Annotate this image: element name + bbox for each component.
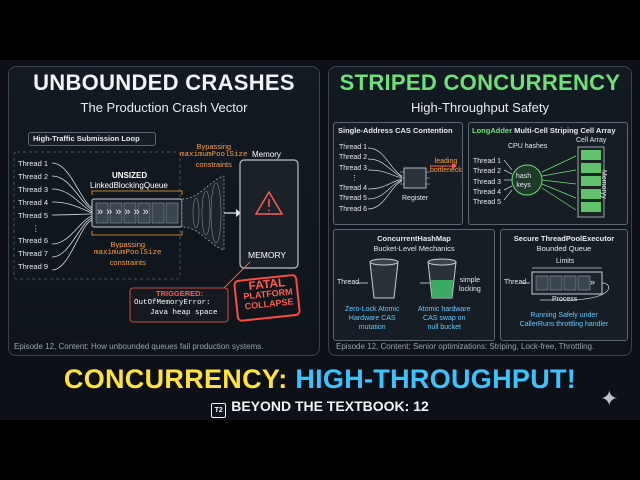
- submission-loop-label: High-Traffic Submission Loop: [33, 134, 140, 143]
- trigger-callout: [129, 287, 229, 323]
- threadpool-title: Secure ThreadPoolExecutor: [513, 234, 615, 243]
- chm-subtitle: Bucket-Level Mechanics: [373, 244, 455, 253]
- oom-error: OutOfMemoryError:: [134, 299, 211, 307]
- right-panel-title: STRIPED CONCURRENCY: [339, 70, 621, 95]
- headline-part-1: CONCURRENCY:: [63, 364, 296, 394]
- series-footer-text: BEYOND THE TEXTBOOK: 12: [231, 398, 429, 414]
- memory-chip-label: MEMORY: [248, 250, 287, 260]
- threadpool-subtitle: Bounded Queue: [536, 244, 592, 253]
- bottleneck-note: leading bottleneck: [430, 158, 462, 174]
- memory-arrow-head: [236, 209, 241, 217]
- chm-title: ConcurrentHashMap: [377, 234, 451, 243]
- sparkle-icon: ✦: [600, 386, 619, 411]
- bucket-left: [369, 261, 399, 299]
- longadder-title: LongAdder Multi-Cell Striping Cell Array: [472, 126, 616, 135]
- left-thread-4: Thread 4: [18, 197, 49, 207]
- bottom-bracket: [91, 231, 183, 236]
- chm-box: [333, 229, 495, 341]
- longadder-thread-list: Thread 1 Thread 2 Thread 3 Thread 4 Thre…: [473, 158, 502, 207]
- right-panel-subtitle: High-Throughput Safety: [410, 100, 550, 115]
- hash-keys-label: hash keys: [516, 173, 532, 189]
- top-letterbox: [0, 0, 640, 60]
- left-thread-list: Thread 1 Thread 2 Thread 3 Thread 4 Thre…: [18, 158, 48, 274]
- callerruns-note: Running Safely under CallerRuns throttli…: [519, 312, 609, 328]
- left-thread-3: Thread 3: [18, 184, 49, 194]
- left-thread-1: Thread 1: [18, 159, 49, 168]
- process-label: Process: [552, 296, 578, 303]
- left-episode-caption: Episode 12, Content: How unbounded queue…: [14, 342, 264, 351]
- left-panel-title: UNBOUNDED CRASHES: [33, 70, 295, 95]
- zero-lock-note: Zero-Lock Atomic Hardware CAS mutation: [345, 306, 400, 331]
- memory-vertical-label: Memoryy: [600, 170, 607, 199]
- funnel-rings: [192, 182, 222, 244]
- cas-thread-arrows: [367, 147, 403, 210]
- register-label: Register: [402, 195, 429, 202]
- queue-class-label: LinkedBlockingQueue: [90, 181, 168, 190]
- triggered-label: TRIGGERED:: [156, 289, 204, 298]
- headline: CONCURRENCY: HIGH-THROUGHPUT!: [0, 364, 640, 395]
- cell-array-cells: [581, 150, 601, 212]
- top-bracket: [91, 190, 183, 195]
- left-thread-5: Thread 5: [18, 210, 49, 220]
- left-thread-2: Thread 2: [18, 171, 49, 181]
- cas-contention-title: Single-Address CAS Contention: [338, 126, 453, 135]
- pool-thread-label: Thread: [504, 279, 527, 286]
- series-footer: T2 BEYOND THE TEXTBOOK: 12: [0, 398, 640, 418]
- left-panel-subtitle: The Production Crash Vector: [80, 100, 248, 115]
- right-episode-caption: Episode 12, Content: Senior optimization…: [336, 342, 595, 351]
- limits-label: Limits: [556, 258, 575, 265]
- trigger-pointer: [221, 261, 251, 291]
- bottom-bypass-note: Bypassing maximumPoolSize constraints: [94, 240, 162, 267]
- headline-part-2: HIGH-THROUGHPUT!: [295, 364, 577, 394]
- fatal-stamp: [233, 274, 301, 322]
- queue-chevrons: »»»»»»: [97, 206, 152, 218]
- left-thread-arrows: [51, 162, 93, 271]
- cas-thread-list: Thread 1 Thread 2 Thread 3 ⋮ Thread 4 Th…: [339, 144, 368, 213]
- cell-array-label: Cell Array: [576, 137, 607, 144]
- top-bypass-note: Bypassing maximumPoolSize constraints: [180, 142, 248, 169]
- longadder-thread-arrows: [503, 159, 513, 201]
- memory-title: Memory: [252, 150, 281, 159]
- warning-icon: [254, 190, 284, 215]
- simple-locking-note: simple locking: [459, 277, 481, 293]
- hash-to-cell-arrows: [541, 155, 577, 211]
- overflow-funnel: [181, 175, 225, 251]
- submission-loop-label-box: [28, 132, 156, 146]
- bottom-letterbox: [0, 420, 640, 480]
- series-logo-icon: T2: [211, 403, 227, 418]
- left-thread-ellipsis: ⋮: [32, 223, 40, 233]
- register-chip: [403, 167, 427, 189]
- queue-chevron: »: [590, 277, 596, 287]
- process-loop: [540, 282, 610, 301]
- oom-error-detail: Java heap space: [150, 309, 218, 317]
- left-thread-7: Thread 7: [18, 249, 49, 259]
- left-thread-6: Thread 6: [18, 236, 49, 246]
- unsized-label: UNSIZED: [112, 171, 148, 180]
- left-thread-8: Thread 9: [18, 262, 49, 272]
- chm-thread-label: Thread: [337, 279, 360, 286]
- atomic-cas-note: Atomic hardware CAS swap on null bucket: [418, 306, 471, 331]
- queue-cells: [95, 202, 179, 224]
- bounded-queue-cells: [535, 275, 591, 291]
- bucket-right-fill: [431, 280, 453, 298]
- submission-loop-frame: [13, 151, 181, 280]
- cpu-hashes-label: CPU hashes: [508, 143, 548, 150]
